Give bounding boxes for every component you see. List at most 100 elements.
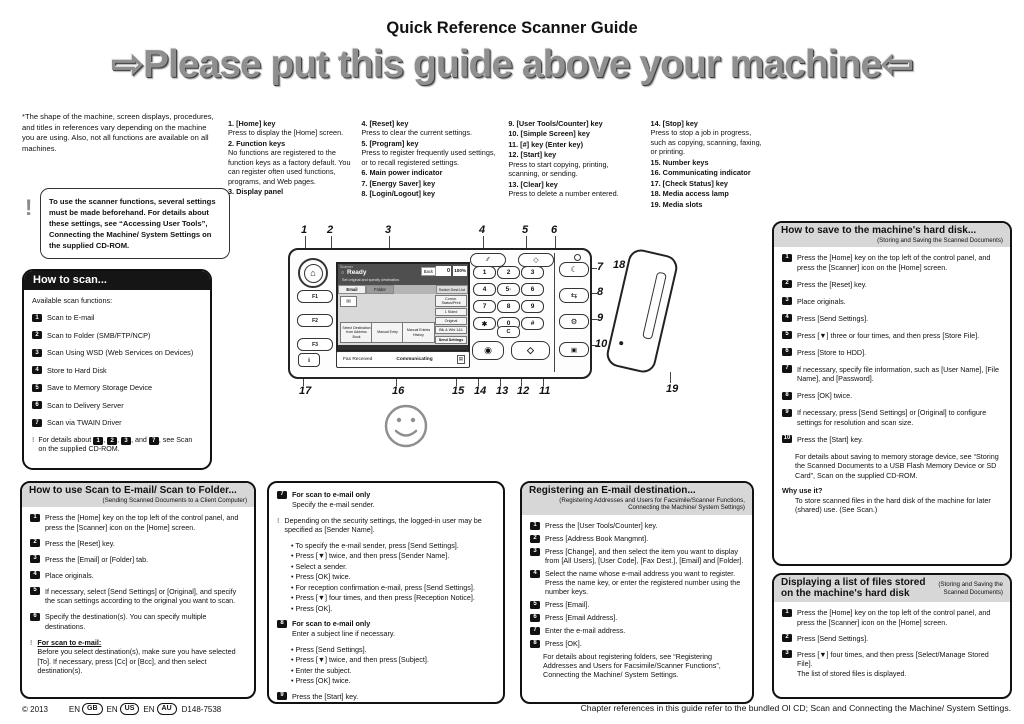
scan-function-label: Scan via TWAIN Driver [47,418,122,427]
step-number-badge: 3 [782,297,792,306]
step: 8 Press [OK] twice. [782,391,1002,401]
legend-entry: 11. [#] key (Enter key) [508,140,641,149]
manual-entries-history-button: Manual Entries History [402,322,435,343]
bw-setting: Blk & Wht 1&1 [435,326,467,334]
step-number-badge: 1 [782,608,792,617]
region-oval: US [119,703,140,715]
step-text: Press the [Home] key on the top left of … [797,608,991,627]
callout-13: 13 [496,385,509,397]
callout-9: 9 [597,312,604,324]
callout-12: 12 [517,385,530,397]
tab-folder: Folder [366,285,394,294]
manual-entry-button: Manual Entry [371,322,404,343]
step: 5 If necessary, select [Send Settings] or… [30,587,246,606]
box-title: How to use Scan to E-mail/ Scan to Folde… [29,485,237,496]
step-number-badge: 5 [30,587,40,596]
key-name: 7. [Energy Saver] key [361,178,436,188]
lang-prefix: EN [68,704,81,714]
step-number-badge: 7 [782,365,792,374]
media-access-lamp [618,340,624,346]
step-number-badge: 2 [32,331,42,339]
step-text: Press [Store to HDD]. [797,347,867,357]
footer-note: Chapter references in this guide refer t… [580,703,1011,713]
bullet-item: Press [OK] twice. [291,676,495,686]
step-number-badge: 10 [782,435,792,444]
lang-prefix: EN [106,704,118,714]
step-number-badge: 2 [782,280,792,289]
box-title: How to save to the machine's hard disk..… [781,225,977,236]
key-desc: Press to register frequently used settin… [361,148,496,167]
number-key: 3 [521,266,544,279]
legend-entry: 15. Number keys [651,158,768,167]
screen-tabs: Email Folder Switch Dest.List [338,285,468,294]
callout-line [456,375,457,386]
step-number-badge: 7 [32,418,42,427]
copyright: © 2013 [22,704,48,714]
program-key: ◇ [518,253,554,267]
step-text: If necessary, select [Send Settings] or … [45,586,237,606]
callout-11: 11 [539,385,551,397]
screen-message: Set original and specify destination. [342,278,401,282]
callout-5: 5 [522,224,529,236]
step-text: Press [Email Address]. [545,613,618,622]
switch-dest-list-button: Switch Dest.List [435,285,468,294]
key-desc: Press to start copying, printing, scanni… [508,159,609,179]
step-text: Press the [Reset] key. [45,538,115,548]
step-text: Press [OK] twice. [797,391,853,401]
bullet-item: To specify the e-mail sender, press [Sen… [291,541,495,551]
callout-line [590,319,597,320]
region-oval: AU [156,703,177,715]
legend-entry: 3. Display panel [228,187,352,196]
arrow-left-icon: ⇦ [881,43,914,86]
bullet-list: To specify the e-mail sender, press [Sen… [291,541,495,614]
screen-header: Scanner ○ Ready Set original and specify… [338,264,468,285]
warn-text: Depending on the security settings, the … [284,515,482,535]
step-number-badge: 8 [782,391,792,400]
key-desc: Press to delete a number entered. [508,189,619,199]
main-power-indicator [574,254,581,261]
warn-heading: For scan to e-mail: [37,637,102,647]
step-number-badge: 6 [32,401,42,409]
warning-box: To use the scanner functions, several se… [40,188,230,259]
how-to-scan-box: How to scan... Available scan functions:… [22,269,212,470]
callout-16: 16 [392,385,405,397]
step-number-badge: 3 [530,547,540,556]
step-text: Press the [User Tools/Counter] key. [545,521,658,530]
step-text: Press [▼] four times, and then press [Se… [797,649,989,678]
reset-key: ∕∕ [470,253,506,267]
scan-function-label: Scan Using WSD (Web Services on Devices) [47,348,194,357]
scan-function-label: Scan to Folder (SMB/FTP/NCP) [47,330,151,340]
step-number-badge: 9 [277,692,287,700]
scan-to-email-box: How to use Scan to E-mail/ Scan to Folde… [20,481,256,699]
legend-entry: 8. [Login/Logout] key [361,189,499,198]
callout-line [555,236,556,252]
callout-line [590,293,597,294]
start-key: ◇ [511,341,550,360]
callout-line [305,236,306,255]
bullet-item: For reception confirmation e-mail, press… [291,583,495,593]
bullet-item: Press [OK]. [291,604,495,614]
legend-entry: 18. Media access lamp [651,189,768,198]
callout-6: 6 [551,224,558,236]
sided-setting: 1 Sided [435,308,467,316]
